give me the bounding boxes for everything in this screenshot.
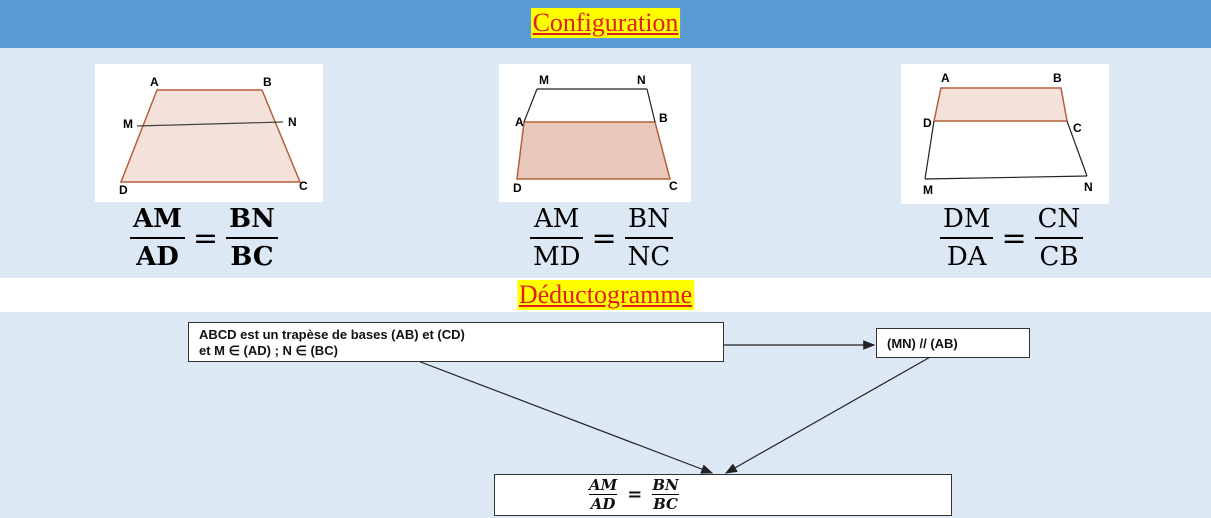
fig2-label-m: M: [539, 73, 549, 87]
fig3-label-n: N: [1084, 180, 1093, 194]
fig1-label-n: N: [288, 115, 297, 129]
trapezoid-figure-3: A B D C M N: [901, 64, 1109, 204]
ratio3-left-numerator: DM: [943, 204, 991, 234]
ratio1-left-numerator: AM: [133, 204, 182, 234]
arrow-premise-to-result: [417, 360, 714, 474]
fig2-label-d: D: [513, 181, 522, 195]
deductogramme-title: Déductogramme: [516, 280, 695, 310]
condition-box: (MN) // (AB): [876, 328, 1030, 358]
fig1-label-a: A: [150, 75, 159, 89]
trapezoid-figure-1: A B M N D C: [95, 64, 323, 202]
trapezoid-figure-2: M N A B D C: [499, 64, 691, 202]
configuration-header-bar: Configuration: [0, 0, 1211, 48]
ratio2-left-denominator: MD: [533, 242, 581, 272]
ratio-formula-3: DM DA = CN CB: [940, 204, 1084, 272]
result-equals: =: [627, 484, 643, 505]
fig1-label-c: C: [299, 179, 308, 193]
result-left-denominator: AD: [590, 495, 616, 513]
ratio1-left-denominator: AD: [136, 242, 179, 272]
ratio3-right-denominator: CB: [1039, 242, 1079, 272]
ratio-formula-1: AM AD = BN BC: [130, 204, 278, 272]
ratio3-right-numerator: CN: [1037, 204, 1081, 234]
ratio2-right-denominator: NC: [627, 242, 671, 272]
ratio3-left-denominator: DA: [946, 242, 987, 272]
ratio1-right-denominator: BC: [230, 242, 274, 272]
fig2-label-c: C: [669, 179, 678, 193]
ratio-formula-2: AM MD = BN NC: [530, 204, 674, 272]
arrow-condition-to-result: [724, 355, 933, 474]
ratio2-right-numerator: BN: [628, 204, 670, 234]
fig1-label-b: B: [263, 75, 272, 89]
ratio2-left-numerator: AM: [534, 204, 580, 234]
premise-box: ABCD est un trapèse de bases (AB) et (CD…: [188, 322, 724, 362]
result-right-denominator: BC: [653, 495, 678, 513]
fig2-label-a: A: [515, 115, 524, 129]
fig1-label-d: D: [119, 183, 128, 197]
fig3-label-b: B: [1053, 71, 1062, 85]
result-right-numerator: BN: [652, 476, 679, 494]
ratio2-equals: =: [591, 220, 617, 256]
ratio3-equals: =: [1001, 220, 1027, 256]
fig2-label-b: B: [659, 111, 668, 125]
condition-text: (MN) // (AB): [887, 336, 958, 351]
fig3-label-a: A: [941, 71, 950, 85]
ratio1-right-numerator: BN: [229, 204, 275, 234]
result-left-numerator: AM: [589, 476, 618, 494]
ratio1-equals: =: [192, 220, 219, 256]
fig1-label-m: M: [123, 117, 133, 131]
deductogramme-header-bar: Déductogramme: [0, 278, 1211, 312]
fig3-label-m: M: [923, 183, 933, 197]
premise-line-1: ABCD est un trapèse de bases (AB) et (CD…: [199, 327, 465, 342]
premise-line-2: et M ∈ (AD) ; N ∈ (BC): [199, 343, 338, 358]
configuration-title: Configuration: [530, 8, 681, 38]
fig3-label-d: D: [923, 116, 932, 130]
fig2-label-n: N: [637, 73, 646, 87]
fig3-label-c: C: [1073, 121, 1082, 135]
